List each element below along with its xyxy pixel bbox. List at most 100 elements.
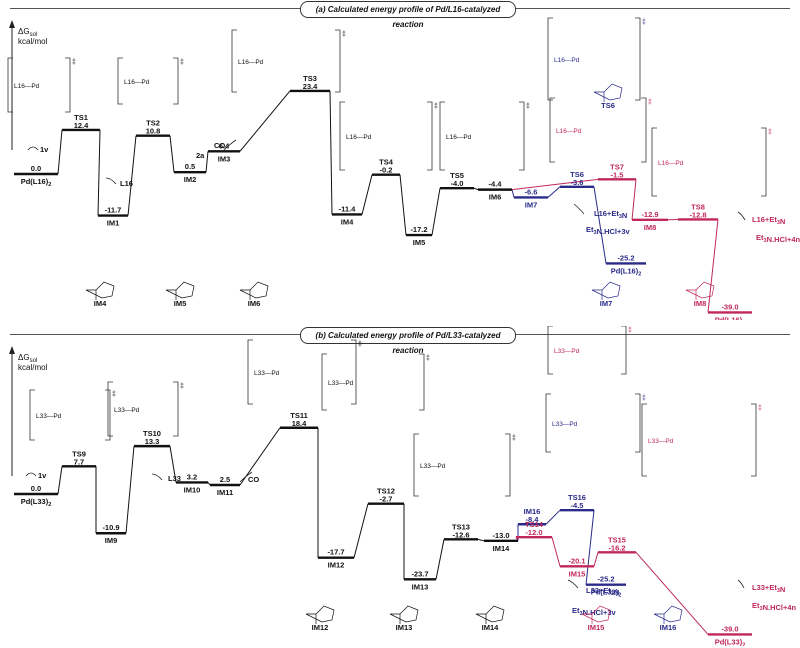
reagent-annotation: Et3N.HCl+3v <box>586 225 631 236</box>
level-label: IM2 <box>184 175 197 184</box>
ligand-label: L16—Pd <box>446 134 472 141</box>
path-connector <box>593 186 607 264</box>
structure-label: IM5 <box>174 299 187 308</box>
level-label: TS3 <box>303 74 317 83</box>
level-value: -13.0 <box>492 531 509 540</box>
ts-bracket-left <box>117 57 123 105</box>
level-label: TS4 <box>379 158 394 167</box>
level-value: -11.4 <box>339 204 357 213</box>
reagent-arrow <box>25 472 37 477</box>
double-dagger: ‡ <box>642 395 646 402</box>
reagent-arrow <box>239 471 253 483</box>
ts-bracket-right <box>761 127 767 197</box>
level-label: TS2 <box>146 119 160 128</box>
reagent-arrow <box>151 473 163 481</box>
level-value: 3.2 <box>187 472 197 481</box>
level-label: TS7 <box>610 162 624 171</box>
structure-sketch <box>685 281 715 300</box>
level-value: -6.6 <box>525 187 538 196</box>
reagent-arrow <box>567 579 579 589</box>
ligand-label: L16—Pd <box>554 57 580 64</box>
level-label: IM16 <box>524 507 541 516</box>
level-label: Pd(L16)2 <box>715 315 746 320</box>
path-connector <box>435 539 445 580</box>
double-dagger: ‡ <box>342 31 346 38</box>
ligand-label: L16—Pd <box>556 128 582 135</box>
level-label: IM14 <box>493 544 511 553</box>
ts-bracket-right <box>621 326 627 375</box>
ligand-label: L16—Pd <box>14 83 40 90</box>
structure-sketch <box>165 281 195 300</box>
level-label: Pd(L16)2 <box>21 177 52 188</box>
path-connector <box>57 466 63 495</box>
double-dagger: ‡ <box>358 341 362 348</box>
ts-bracket-left <box>549 97 555 163</box>
reagent-annotation: L16 <box>120 179 133 188</box>
structure-label: IM15 <box>588 623 605 632</box>
reagent-arrow <box>223 139 237 151</box>
ligand-label: L33—Pd <box>648 438 674 445</box>
structure-label: IM14 <box>482 623 500 632</box>
level-label: TS15 <box>608 535 626 544</box>
ts-bracket-left <box>651 127 657 197</box>
double-dagger: ‡ <box>768 129 772 136</box>
ligand-label: L33—Pd <box>328 380 354 387</box>
reagent-arrow <box>105 177 117 185</box>
ts-bracket-right <box>173 381 179 437</box>
ts-bracket-left <box>247 339 253 405</box>
level-value: -11.7 <box>105 206 122 215</box>
double-dagger: ‡ <box>628 327 632 334</box>
level-label: TS8 <box>691 202 705 211</box>
level-label: Pd(L33)2 <box>21 497 52 508</box>
ts-bracket-left <box>641 403 647 477</box>
level-value: -17.7 <box>327 548 344 557</box>
ts-bracket-left <box>231 29 237 93</box>
path-connector <box>585 510 595 585</box>
path-connector <box>127 135 137 216</box>
path-connector <box>593 552 599 567</box>
structure-sketch <box>653 605 683 624</box>
level-label: IM8 <box>644 223 657 232</box>
path-connector <box>399 174 407 236</box>
reagent-arrow <box>737 211 746 221</box>
path-connector <box>125 446 135 534</box>
ligand-label: L16—Pd <box>346 134 372 141</box>
ligand-label: L33—Pd <box>552 421 578 428</box>
level-value: -25.2 <box>617 253 634 262</box>
level-value: 6.4 <box>219 141 230 150</box>
level-value: 12.4 <box>74 121 89 130</box>
level-label: TS6 <box>570 170 584 179</box>
structure-label: IM4 <box>94 299 107 308</box>
level-label: TS5 <box>450 171 464 180</box>
level-value: -10.9 <box>102 523 119 532</box>
y-axis-title: ΔGsol <box>18 27 37 38</box>
path-connector <box>239 90 291 152</box>
level-value: -20.1 <box>568 556 585 565</box>
panel-b: (b) Calculated energy profile of Pd/L33-… <box>0 326 800 646</box>
path-connector <box>169 446 177 483</box>
ts-bracket-right <box>635 393 641 453</box>
structure-sketch <box>591 281 621 300</box>
ts-bracket-left <box>547 326 553 375</box>
energy-profile-a: ΔGsolkcal/mol0.0Pd(L16)2TS112.4-11.7IM1T… <box>7 17 800 320</box>
panel-a-title: (a) Calculated energy profile of Pd/L16-… <box>300 1 516 29</box>
reagent-annotation: L33+Et3N <box>586 586 619 597</box>
level-value: 23.4 <box>303 82 318 91</box>
ts-bracket-right <box>641 97 647 163</box>
y-axis-unit: kcal/mol <box>18 363 48 372</box>
level-value: 2.5 <box>220 475 230 484</box>
level-value: -3.6 <box>571 178 584 187</box>
level-value: 0.0 <box>31 164 41 173</box>
ts-bracket-right <box>751 403 757 477</box>
double-dagger: ‡ <box>112 391 116 398</box>
structure-label: IM16 <box>660 623 677 632</box>
ts-bracket-right <box>505 433 511 497</box>
ts-bracket-right <box>419 353 425 411</box>
level-label: IM15 <box>569 569 586 578</box>
reagent-annotation: L33 <box>168 474 181 483</box>
structure-sketch <box>85 281 115 300</box>
level-value: -39.0 <box>721 302 738 311</box>
double-dagger: ‡ <box>72 59 76 66</box>
reagent-annotation: L16+Et3N <box>752 215 785 226</box>
level-value: -17.2 <box>410 225 427 234</box>
